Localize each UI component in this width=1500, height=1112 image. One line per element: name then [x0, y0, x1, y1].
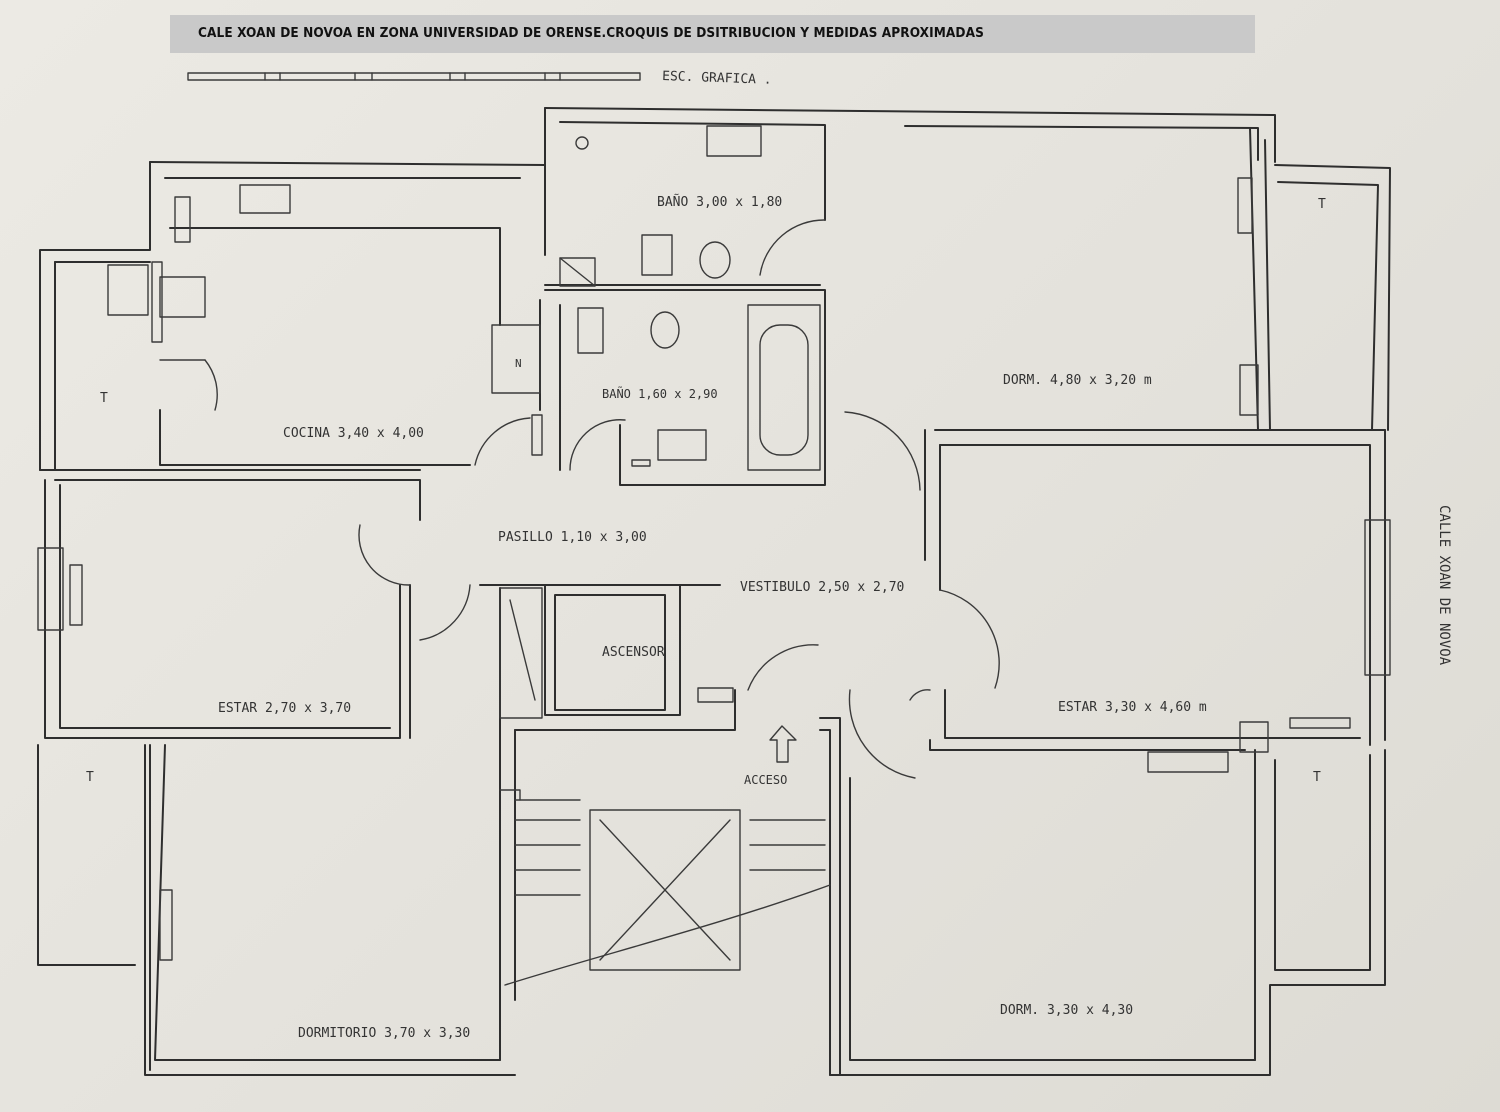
graphic-scale [187, 72, 641, 81]
room-label-bano-1: BAÑO 3,00 x 1,80 [657, 194, 782, 210]
room-label-cocina: COCINA 3,40 x 4,00 [283, 426, 424, 441]
title-banner: CALE XOAN DE NOVOA EN ZONA UNIVERSIDAD D… [170, 15, 1255, 53]
fridge-label: N [515, 357, 522, 370]
scale-label: ESC. GRAFICA . [662, 69, 772, 88]
room-label-acceso: ACCESO [744, 773, 787, 787]
terrace-label: T [100, 391, 108, 406]
stairs [499, 789, 831, 986]
room-label-bano-2: BAÑO 1,60 x 2,90 [602, 386, 718, 401]
room-label-estar-1: ESTAR 2,70 x 3,70 [218, 701, 351, 716]
room-label-pasillo: PASILLO 1,10 x 3,00 [498, 530, 647, 545]
room-label-dorm-1: DORM. 4,80 x 3,20 m [1003, 373, 1152, 388]
street-label: CALLE XOAN DE NOVOA [1436, 505, 1452, 666]
room-label-dorm-2: DORM. 3,30 x 4,30 [1000, 1003, 1133, 1018]
room-label-estar-2: ESTAR 3,30 x 4,60 m [1058, 700, 1207, 715]
plan-title: CALE XOAN DE NOVOA EN ZONA UNIVERSIDAD D… [198, 25, 984, 41]
room-label-vestibulo: VESTIBULO 2,50 x 2,70 [740, 580, 904, 595]
room-label-ascensor: ASCENSOR [602, 645, 665, 660]
terrace-label: T [86, 770, 94, 785]
doors [159, 219, 1000, 779]
walls [37, 107, 1391, 1076]
access-arrow-icon [769, 725, 797, 763]
room-label-dormitorio: DORMITORIO 3,70 x 3,30 [298, 1026, 470, 1041]
terrace-label: T [1318, 197, 1326, 212]
terrace-label: T [1313, 770, 1321, 785]
fixtures: N [37, 125, 1391, 961]
